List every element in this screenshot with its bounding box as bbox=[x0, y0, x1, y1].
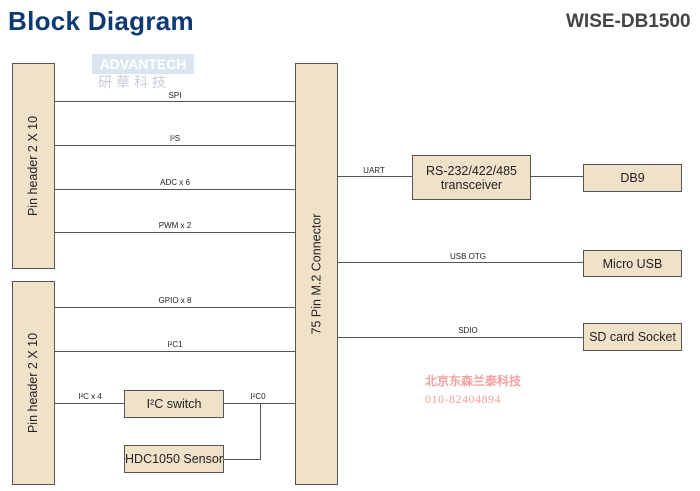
spi-label: SPI bbox=[168, 91, 182, 100]
db9-label: DB9 bbox=[620, 171, 645, 185]
pin-header-1: Pin header 2 X 10 bbox=[12, 63, 55, 269]
micro-usb-block: Micro USB bbox=[583, 250, 682, 277]
model-name: WISE-DB1500 bbox=[566, 11, 691, 32]
i2c0-line bbox=[223, 403, 295, 404]
transceiver-label-1: RS-232/422/485 bbox=[425, 163, 518, 178]
i2s-line bbox=[54, 145, 295, 146]
gpio-label: GPIO x 8 bbox=[158, 296, 192, 305]
sd-socket-block: SD card Socket bbox=[583, 323, 682, 351]
uart-label: UART bbox=[363, 166, 385, 175]
gpio-line bbox=[54, 307, 295, 308]
sdio-label: SDIO bbox=[458, 326, 478, 335]
advantech-cn-watermark: 研華科技 bbox=[98, 74, 170, 90]
micro-usb-label: Micro USB bbox=[602, 256, 663, 271]
pwm-line bbox=[54, 232, 295, 233]
i2c1-label: I²C1 bbox=[167, 340, 183, 349]
phone-watermark: 010-82404894 bbox=[425, 392, 501, 406]
db9-line bbox=[530, 176, 583, 177]
m2-connector: 75 Pin M.2 Connector bbox=[295, 63, 338, 485]
dealer-watermark: 北京东森兰泰科技 bbox=[425, 374, 522, 388]
pin-header-1-label: Pin header 2 X 10 bbox=[26, 115, 41, 217]
pin-header-2: Pin header 2 X 10 bbox=[12, 281, 55, 485]
m2-connector-label: 75 Pin M.2 Connector bbox=[309, 213, 324, 335]
usb-otg-label: USB OTG bbox=[449, 252, 487, 261]
i2c-switch-block: I²C switch bbox=[124, 390, 224, 418]
sdio-line bbox=[337, 337, 583, 338]
adc-label: ADC x 6 bbox=[160, 178, 190, 187]
advantech-watermark: ADVANTECH bbox=[92, 54, 194, 74]
pin-header-2-label: Pin header 2 X 10 bbox=[26, 332, 41, 434]
hdc1050-label: HDC1050 Sensor bbox=[125, 452, 223, 466]
hdc1050-block: HDC1050 Sensor bbox=[124, 445, 224, 473]
sd-socket-label: SD card Socket bbox=[589, 330, 676, 344]
uart-line bbox=[337, 176, 412, 177]
db9-block: DB9 bbox=[583, 164, 682, 192]
i2s-label: I²S bbox=[169, 134, 181, 143]
adc-line bbox=[54, 189, 295, 190]
page-title: Block Diagram bbox=[8, 6, 194, 36]
usb-otg-line bbox=[337, 262, 583, 263]
i2c-switch-label: I²C switch bbox=[146, 397, 202, 411]
i2c-x4-line bbox=[54, 403, 124, 404]
i2c1-line bbox=[54, 351, 295, 352]
spi-line bbox=[54, 101, 295, 102]
transceiver-label-2: transceiver bbox=[440, 177, 503, 192]
hdc-vertical-line bbox=[260, 403, 261, 460]
i2c-x4-label: I²C x 4 bbox=[78, 392, 102, 401]
hdc-line bbox=[223, 459, 261, 460]
pwm-label: PWM x 2 bbox=[158, 221, 192, 230]
i2c0-label: I²C0 bbox=[250, 392, 266, 401]
